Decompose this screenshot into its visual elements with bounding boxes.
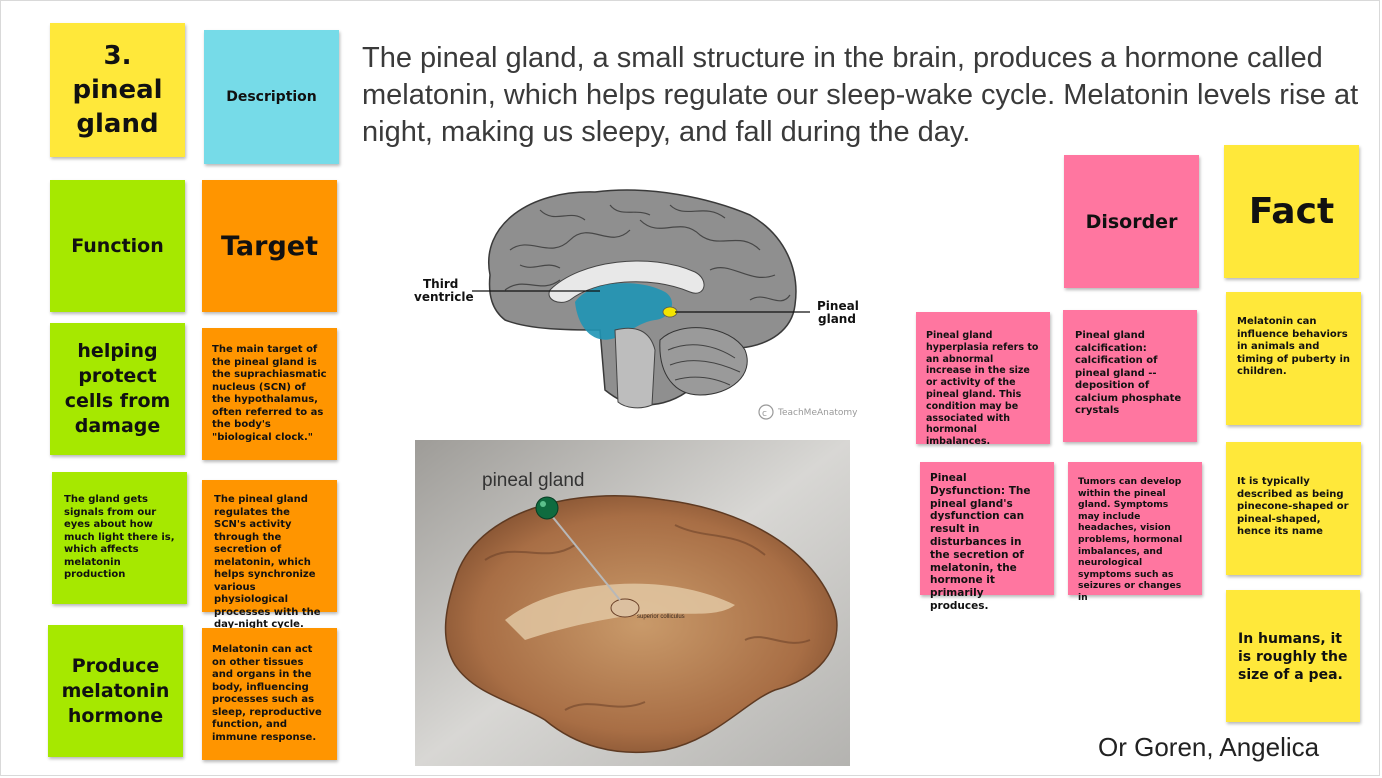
brainstem-shape [614,327,656,409]
svg-text:c: c [762,409,767,419]
function-note-1-text: helping protect cells from damage [64,340,171,437]
disorder-note-4[interactable]: Tumors can develop within the pineal gla… [1068,462,1202,603]
third-ventricle-label-2: ventricle [414,290,474,304]
function-note-3[interactable]: Produce melatonin hormone [48,625,183,757]
function-note-2[interactable]: The gland gets signals from our eyes abo… [52,472,187,604]
target-note-3-text: Melatonin can act on other tissues and o… [212,644,322,743]
fact-note-3[interactable]: In humans, it is roughly the size of a p… [1226,590,1360,722]
function-note-2-text: The gland gets signals from our eyes abo… [64,494,175,580]
fact-note-2-text: It is typically described as being pinec… [1237,476,1349,537]
disorder-note-3[interactable]: Pineal Dysfunction: The pineal gland's d… [920,462,1054,612]
watermark-text: TeachMeAnatomy [777,408,858,418]
disorder-note-3-text: Pineal Dysfunction: The pineal gland's d… [930,472,1031,612]
disorder-note-1[interactable]: Pineal gland hyperplasia refers to an ab… [916,312,1050,447]
target-header-text: Target [220,230,319,262]
pineal-gland-label-1: Pineal [817,299,859,313]
disorder-note-1-text: Pineal gland hyperplasia refers to an ab… [926,330,1039,448]
copyright-icon [758,404,774,420]
author-text: Or Goren, Angelica [1098,732,1320,762]
fact-header-note[interactable]: Fact [1224,145,1359,278]
description-header-text: Description [226,89,317,105]
function-header-note[interactable]: Function [50,180,185,312]
disorder-note-2-text: Pineal gland calcification: calcificatio… [1075,330,1182,416]
green-pin-head [535,496,559,520]
disorder-header-note[interactable]: Disorder [1064,155,1199,288]
function-header-text: Function [71,235,164,257]
target-header-note[interactable]: Target [202,180,337,312]
target-note-1-text: The main target of the pineal gland is t… [212,344,327,443]
brain-diagram-svg: Third ventricle Pineal gland c TeachMeAn… [414,189,859,420]
fact-note-2[interactable]: It is typically described as being pinec… [1226,442,1361,575]
disorder-note-2[interactable]: Pineal gland calcification: calcificatio… [1063,310,1197,442]
target-note-3[interactable]: Melatonin can act on other tissues and o… [202,628,337,760]
description-text: The pineal gland, a small structure in t… [362,42,1359,148]
photo-label: pineal gland [482,470,584,491]
function-note-3-text: Produce melatonin hormone [61,654,170,727]
fact-header-text: Fact [1248,191,1335,232]
pineal-gland-label-2: gland [818,312,856,326]
target-note-1[interactable]: The main target of the pineal gland is t… [202,328,337,460]
pineal-photo-shape [610,598,640,618]
description-header-note[interactable]: Description [204,30,339,164]
target-note-2[interactable]: The pineal gland regulates the SCN's act… [202,480,337,630]
third-ventricle-label-1: Third [423,277,458,291]
fact-note-1[interactable]: Melatonin can influence behaviors in ani… [1226,292,1361,425]
brain-diagram: Third ventricle Pineal gland c TeachMeAn… [410,180,870,425]
target-note-2-text: The pineal gland regulates the SCN's act… [214,494,321,630]
photo-small-label: superior colliculus [637,614,685,620]
title-note[interactable]: 3. pineal gland [50,23,185,157]
disorder-header-text: Disorder [1085,210,1178,233]
function-note-1[interactable]: helping protect cells from damage [50,323,185,455]
fact-note-3-text: In humans, it is roughly the size of a p… [1238,631,1348,683]
title-note-text: 3. pineal gland [72,41,163,139]
disorder-note-4-text: Tumors can develop within the pineal gla… [1078,476,1183,603]
corpus-callosum-shape [548,260,705,303]
brain-tissue-shape [444,495,838,754]
brain-photo: pineal gland superior colliculus [415,440,850,766]
gyri-lines [504,204,791,302]
pineal-highlight [662,306,678,318]
pin-line [546,509,621,601]
brain-photo-svg: pineal gland superior colliculus [415,440,850,766]
fact-note-1-text: Melatonin can influence behaviors in ani… [1237,316,1350,377]
ventricle-shape [575,283,673,340]
